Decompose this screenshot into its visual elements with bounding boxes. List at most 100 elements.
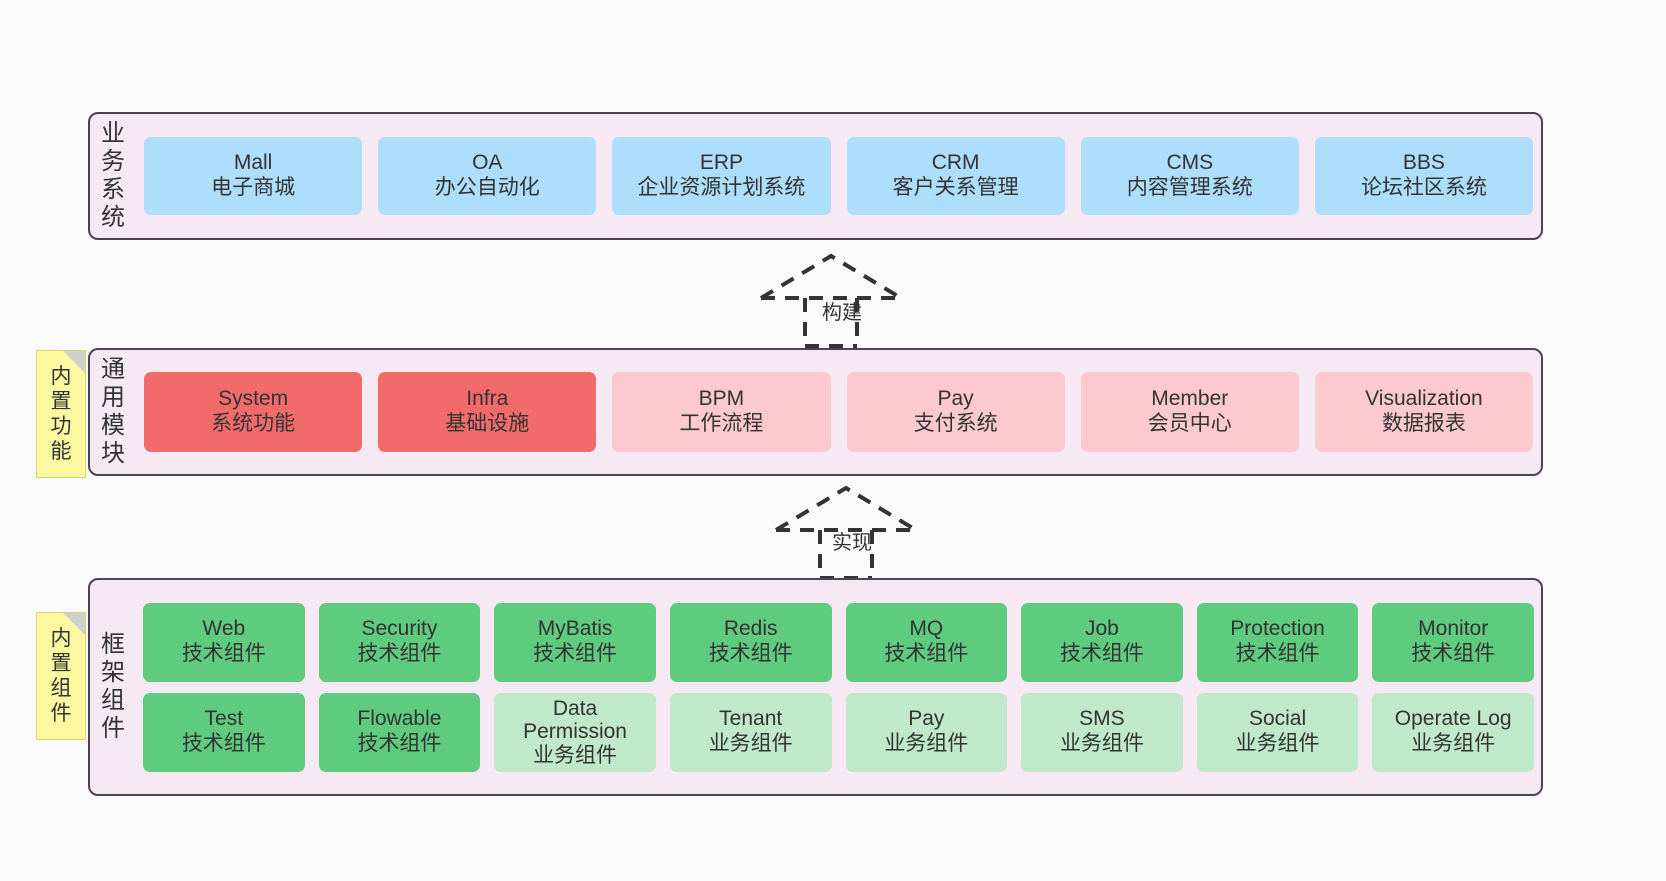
card-subtitle: 技术组件 [1059, 642, 1144, 665]
card-subtitle: 会员中心 [1147, 412, 1232, 435]
card-slot: SMS 业务组件 [1014, 692, 1190, 772]
card-pay-component[interactable]: Pay 业务组件 [845, 692, 1008, 772]
card-slot: Monitor 技术组件 [1365, 602, 1541, 682]
card-slot: Flowable 技术组件 [312, 692, 488, 772]
card-title: Security [361, 617, 438, 641]
card-title: Infra [466, 387, 509, 411]
card-title: SMS [1079, 707, 1125, 731]
card-subtitle: 办公自动化 [434, 176, 540, 199]
card-redis[interactable]: Redis 技术组件 [669, 602, 832, 682]
card-subtitle: 系统功能 [211, 412, 296, 435]
note-char: 置 [50, 651, 72, 675]
card-slot: CRM 客户关系管理 [839, 114, 1073, 238]
card-slot: Security 技术组件 [312, 602, 488, 682]
note-fold-corner-icon [63, 613, 85, 635]
card-slot: Data Permission 业务组件 [487, 692, 663, 772]
card-subtitle: 支付系统 [913, 412, 998, 435]
card-web[interactable]: Web 技术组件 [143, 602, 305, 682]
card-subtitle: 技术组件 [533, 642, 618, 665]
connector-build-graphic [759, 253, 903, 348]
card-mybatis[interactable]: MyBatis 技术组件 [494, 602, 656, 682]
card-slot: ERP 企业资源计划系统 [604, 114, 838, 238]
card-slot: Job 技术组件 [1014, 602, 1190, 682]
module-card-list: System 系统功能 Infra 基础设施 BPM 工作流程 Pay [136, 350, 1541, 474]
framework-card-grid: Web 技术组件 Security 技术组件 MyBatis 技术组件 [136, 580, 1541, 794]
card-bbs[interactable]: BBS 论坛社区系统 [1314, 137, 1534, 215]
card-job[interactable]: Job 技术组件 [1021, 602, 1183, 682]
card-subtitle: 技术组件 [884, 642, 969, 665]
card-cms[interactable]: CMS 内容管理系统 [1080, 137, 1299, 215]
card-slot: Pay 业务组件 [839, 692, 1015, 772]
card-subtitle: 论坛社区系统 [1360, 176, 1487, 199]
card-flowable[interactable]: Flowable 技术组件 [318, 692, 481, 772]
card-title: CRM [931, 151, 980, 175]
card-title: System [218, 387, 289, 411]
card-slot: OA 办公自动化 [370, 114, 604, 238]
card-slot: Infra 基础设施 [370, 350, 604, 474]
layer-label-char: 用 [101, 384, 125, 412]
layer-label-char: 系 [101, 176, 125, 203]
card-social[interactable]: Social 业务组件 [1196, 692, 1359, 772]
card-title: Mall [233, 151, 273, 175]
card-title: Pay [908, 707, 945, 731]
layer-label-char: 件 [101, 714, 125, 742]
note-builtin-function: 内 置 功 能 [36, 350, 86, 478]
card-slot: Visualization 数据报表 [1307, 350, 1541, 474]
card-slot: MQ 技术组件 [839, 602, 1015, 682]
connector-build-label: 构建 [822, 302, 862, 324]
layer-framework-components: 框 架 组 件 Web 技术组件 Security 技术组件 [88, 578, 1543, 796]
card-slot: Social 业务组件 [1190, 692, 1366, 772]
card-slot: Mall 电子商城 [136, 114, 370, 238]
card-subtitle: 技术组件 [1411, 642, 1496, 665]
card-pay-module[interactable]: Pay 支付系统 [846, 372, 1065, 452]
layer-label-char: 务 [101, 148, 125, 176]
card-tenant[interactable]: Tenant 业务组件 [669, 692, 832, 772]
card-slot: Pay 支付系统 [839, 350, 1073, 474]
framework-row-1: Web 技术组件 Security 技术组件 MyBatis 技术组件 [136, 602, 1541, 682]
card-subtitle: 内容管理系统 [1126, 176, 1253, 199]
business-card-list: Mall 电子商城 OA 办公自动化 ERP 企业资源计划系统 CRM [136, 114, 1541, 238]
card-slot: BPM 工作流程 [604, 350, 838, 474]
card-slot: Member 会员中心 [1073, 350, 1307, 474]
card-slot: Test 技术组件 [136, 692, 312, 772]
card-infra[interactable]: Infra 基础设施 [378, 372, 597, 452]
card-title: Pay [937, 387, 974, 411]
connector-build: 构建 [745, 248, 925, 348]
card-title: Tenant [719, 707, 783, 731]
card-slot: Protection 技术组件 [1190, 602, 1366, 682]
card-member[interactable]: Member 会员中心 [1080, 372, 1299, 452]
card-monitor[interactable]: Monitor 技术组件 [1372, 602, 1534, 682]
card-oa[interactable]: OA 办公自动化 [378, 137, 597, 215]
card-title: Flowable [357, 707, 442, 731]
layer-common-modules: 通 用 模 块 System 系统功能 Infra 基础设施 BPM [88, 348, 1543, 476]
card-operate-log[interactable]: Operate Log 业务组件 [1372, 692, 1534, 772]
card-crm[interactable]: CRM 客户关系管理 [846, 137, 1065, 215]
card-sms[interactable]: SMS 业务组件 [1021, 692, 1183, 772]
card-slot: Operate Log 业务组件 [1365, 692, 1541, 772]
card-security[interactable]: Security 技术组件 [318, 602, 481, 682]
card-title: Operate Log [1394, 707, 1512, 731]
card-test[interactable]: Test 技术组件 [143, 692, 305, 772]
card-bpm[interactable]: BPM 工作流程 [612, 372, 831, 452]
card-data-permission[interactable]: Data Permission 业务组件 [494, 692, 656, 772]
note-char: 件 [50, 702, 72, 726]
card-mall[interactable]: Mall 电子商城 [144, 137, 363, 215]
card-title: Data Permission [523, 696, 627, 744]
card-subtitle: 业务组件 [1235, 732, 1320, 755]
card-protection[interactable]: Protection 技术组件 [1196, 602, 1359, 682]
layer-label-char: 块 [101, 439, 125, 467]
card-slot: CMS 内容管理系统 [1073, 114, 1307, 238]
note-char: 组 [50, 677, 72, 700]
card-subtitle: 业务组件 [1059, 732, 1144, 755]
card-visualization[interactable]: Visualization 数据报表 [1314, 372, 1534, 452]
layer-label-char: 统 [101, 203, 125, 231]
layer-label-framework-components: 框 架 组 件 [90, 580, 136, 794]
card-subtitle: 数据报表 [1381, 412, 1466, 435]
note-char: 置 [50, 389, 72, 413]
card-title: MyBatis [537, 617, 613, 641]
card-erp[interactable]: ERP 企业资源计划系统 [612, 137, 831, 215]
card-mq[interactable]: MQ 技术组件 [845, 602, 1008, 682]
layer-label-char: 组 [101, 687, 125, 714]
card-system[interactable]: System 系统功能 [144, 372, 363, 452]
card-subtitle: 技术组件 [181, 642, 266, 665]
